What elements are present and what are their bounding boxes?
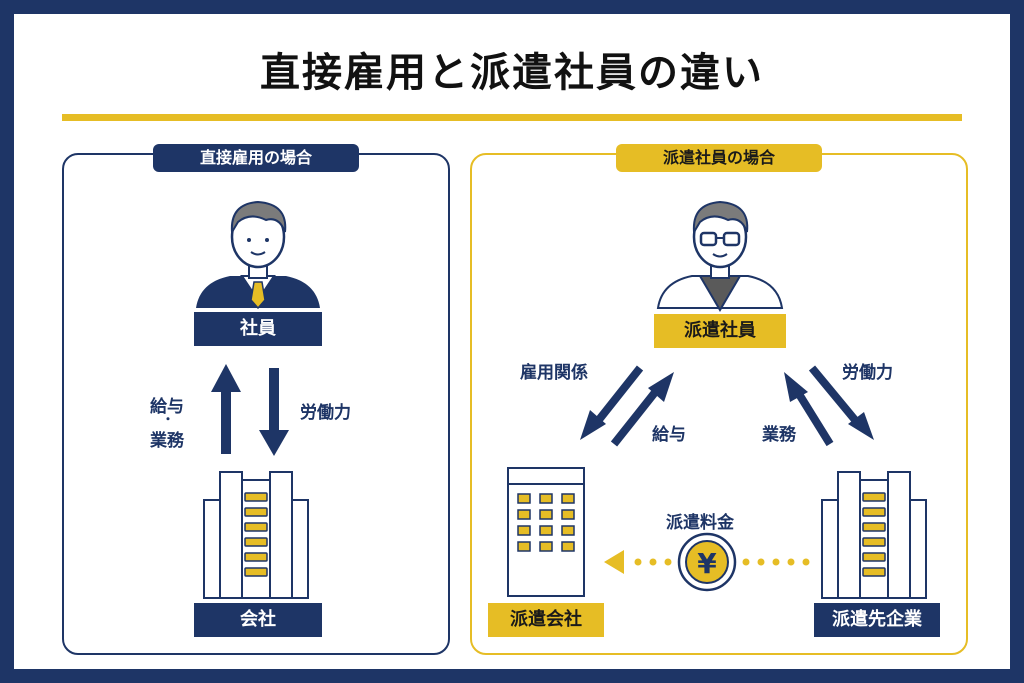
labor-arrow — [808, 365, 874, 440]
employment-relation-text: 雇用関係 — [520, 363, 588, 383]
employment-relation-arrow — [580, 365, 644, 440]
right-labor-text: 労働力 — [842, 363, 893, 383]
dispatch-worker-label: 派遣社員 — [654, 314, 786, 348]
company-label: 会社 — [194, 603, 322, 637]
employee-label: 社員 — [194, 312, 322, 346]
dispatch-worker-icon — [656, 200, 784, 312]
dispatch-employment-tab: 派遣社員の場合 — [616, 144, 822, 172]
separator-dot: ・ — [161, 412, 174, 426]
yen-symbol: ¥ — [697, 547, 717, 580]
agency-building-icon — [507, 467, 585, 597]
salary-duties-up-arrow — [211, 364, 241, 454]
fee-dotted-arrow — [604, 550, 810, 574]
agency-label: 派遣会社 — [488, 603, 604, 637]
company-building-icon — [203, 471, 309, 599]
dispatch-fee-text: 派遣料金 — [666, 513, 734, 533]
duties-arrow — [784, 372, 834, 447]
labor-down-arrow — [259, 368, 289, 456]
suited-employee-icon — [196, 200, 320, 310]
client-company-building-icon — [821, 471, 927, 599]
yen-coin-icon: ¥ — [677, 532, 737, 592]
right-salary-text: 給与 — [652, 425, 686, 445]
direct-employment-tab: 直接雇用の場合 — [153, 144, 359, 172]
labor-text: 労働力 — [300, 403, 351, 423]
page-title: 直接雇用と派遣社員の違い — [260, 50, 764, 96]
right-duties-text: 業務 — [762, 425, 796, 445]
salary-arrow — [610, 372, 674, 447]
duties-text: 業務 — [150, 431, 184, 451]
client-company-label: 派遣先企業 — [814, 603, 940, 637]
salary-text: 給与 — [150, 397, 184, 417]
title-underline — [62, 114, 962, 121]
